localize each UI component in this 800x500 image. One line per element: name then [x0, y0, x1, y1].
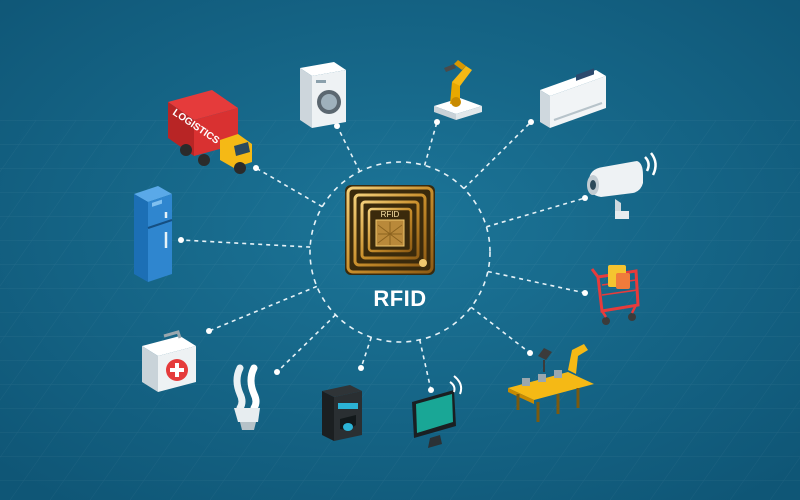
connector-dot — [434, 119, 440, 125]
refrigerator-icon — [134, 186, 173, 282]
smart-tv-icon — [412, 375, 463, 448]
connector-lines — [178, 119, 588, 393]
rfid-chip-label: RFID — [381, 210, 400, 219]
connector-dot — [428, 387, 434, 393]
background-grid — [0, 120, 800, 500]
connector-line-light-bulb-icon — [276, 314, 337, 373]
connector-dot — [527, 350, 533, 356]
air-conditioner-icon — [540, 68, 606, 128]
center-ring — [309, 161, 491, 343]
connector-dot — [206, 328, 212, 334]
connector-dot — [178, 237, 184, 243]
connector-dot — [582, 290, 588, 296]
connector-line-shopping-cart-icon — [487, 270, 586, 294]
connector-dot — [358, 365, 364, 371]
connector-dot — [274, 369, 280, 375]
washing-machine-icon — [300, 62, 346, 128]
connector-line-first-aid-kit-icon — [208, 285, 318, 332]
connector-dot — [334, 123, 340, 129]
connector-dot — [528, 119, 534, 125]
security-camera-icon — [587, 152, 657, 219]
light-bulb-icon — [233, 364, 260, 430]
connector-line-smart-tv-icon — [418, 339, 432, 391]
connector-line-washing-machine-icon — [336, 125, 361, 172]
rfid-center-label: RFID — [373, 286, 427, 311]
connector-dot — [253, 165, 259, 171]
rfid-chip-icon: RFID — [345, 185, 435, 275]
logistics-truck-icon: LOGISTICS — [168, 90, 252, 174]
first-aid-kit-icon — [142, 330, 196, 392]
connector-dot — [582, 195, 588, 201]
connector-line-coffee-machine-icon — [360, 337, 373, 369]
assembly-line-icon — [508, 344, 594, 422]
coffee-machine-icon — [322, 385, 362, 441]
shopping-cart-icon — [590, 265, 640, 325]
robot-arm-icon — [434, 60, 482, 120]
connector-line-security-camera-icon — [486, 197, 586, 228]
connector-line-refrigerator-icon — [180, 239, 311, 248]
